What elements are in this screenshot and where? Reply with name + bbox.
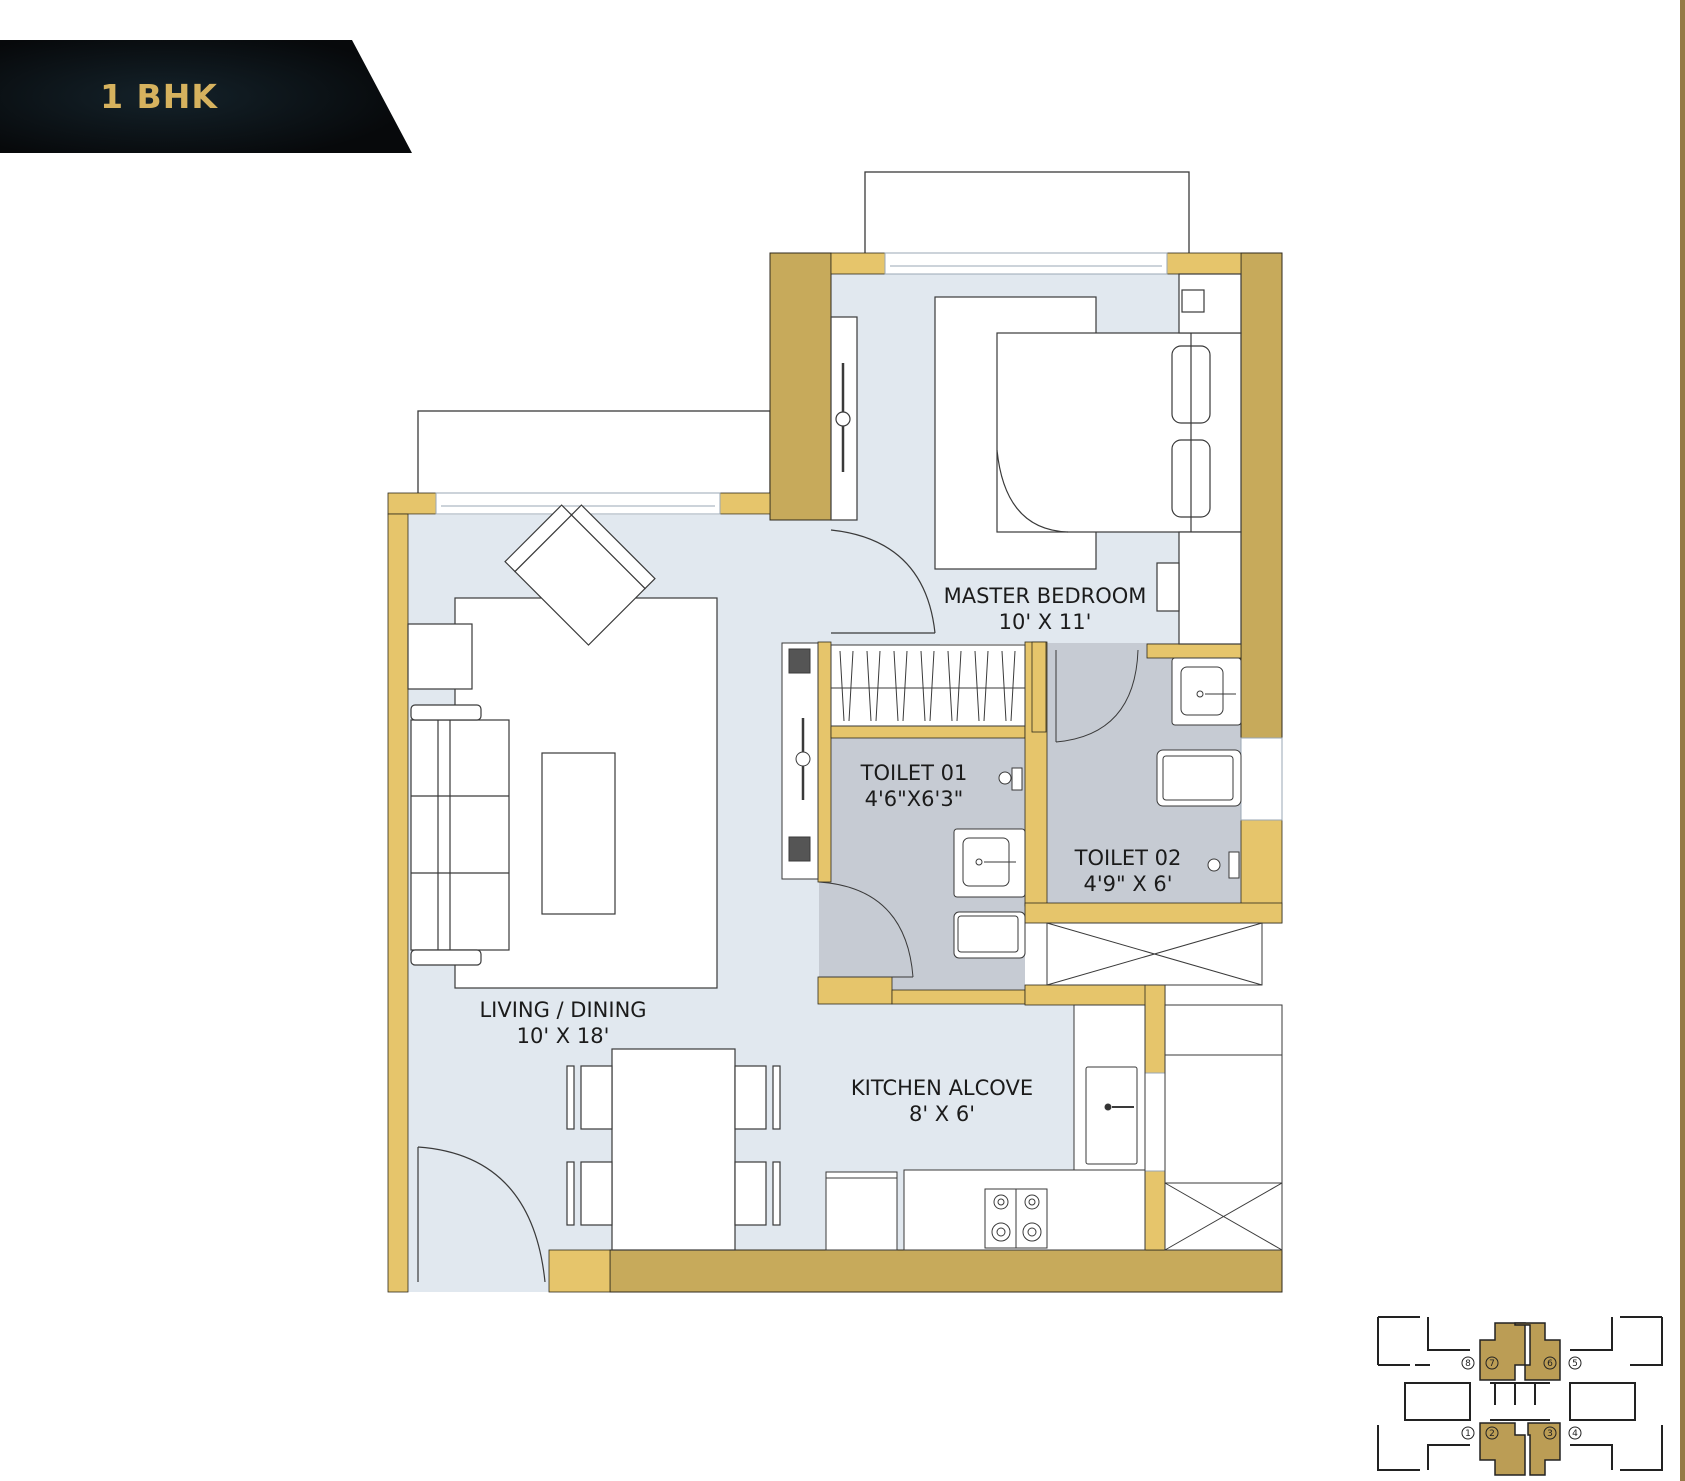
armchair	[504, 504, 656, 646]
toilet-02-window	[1240, 737, 1283, 821]
svg-text:4: 4	[1572, 1429, 1578, 1439]
side-cabinet	[407, 623, 473, 690]
svg-text:3: 3	[1547, 1429, 1553, 1439]
svg-text:8: 8	[1465, 1359, 1471, 1369]
svg-text:5: 5	[1572, 1359, 1578, 1369]
passage-wardrobe	[830, 644, 1026, 727]
keyplan-unit-7	[1479, 1322, 1526, 1381]
wall-bedroom-left	[769, 252, 832, 521]
coffee-table	[541, 752, 616, 915]
room-size: 4'6"X6'3"	[864, 787, 964, 811]
room-label-kitchen-alcove: KITCHEN ALCOVE 8' X 6'	[851, 1075, 1033, 1127]
dining-chair	[580, 1161, 613, 1226]
bedroom-balcony	[864, 171, 1190, 255]
room-size: 10' X 11'	[998, 610, 1092, 634]
kitchen-window	[1144, 1072, 1166, 1172]
badge-shape	[0, 40, 412, 153]
keyplan-unit-3	[1527, 1422, 1561, 1476]
room-size: 8' X 6'	[908, 1102, 976, 1126]
bedroom-window	[884, 252, 1168, 275]
sofa	[410, 719, 510, 951]
svg-text:6: 6	[1547, 1359, 1553, 1369]
keyplan-unit-2	[1479, 1422, 1526, 1476]
utility-area	[1164, 1054, 1283, 1184]
burner-icon	[1022, 1222, 1042, 1242]
svg-text:1: 1	[1465, 1429, 1471, 1439]
burner-icon	[991, 1222, 1011, 1242]
burner-icon	[993, 1194, 1009, 1210]
keyplan-unit-label: 7	[1485, 1356, 1499, 1370]
svg-text:2: 2	[1489, 1429, 1495, 1439]
keyplan-unit-6	[1514, 1322, 1561, 1381]
unit-type-badge: 1 BHK	[0, 40, 412, 153]
burner-icon	[1024, 1194, 1040, 1210]
kitchen-sink	[1085, 1066, 1138, 1165]
keyplan-unit-label: 1	[1461, 1426, 1475, 1440]
room-name: TOILET 02	[1074, 846, 1182, 870]
fridge	[825, 1171, 898, 1251]
room-name: MASTER BEDROOM	[943, 584, 1147, 608]
key-plan: 8 7 6 5 1 2 3 4	[1377, 1316, 1663, 1476]
room-name: LIVING / DINING	[479, 998, 647, 1022]
room-name: TOILET 01	[860, 761, 968, 785]
room-size: 10' X 18'	[516, 1024, 610, 1048]
dining-chair	[734, 1161, 767, 1226]
keyplan-unit-label: 4	[1568, 1426, 1582, 1440]
study-unit	[1178, 531, 1242, 645]
room-label-master-bedroom: MASTER BEDROOM 10' X 11'	[944, 583, 1147, 635]
room-label-living-dining: LIVING / DINING 10' X 18'	[479, 997, 646, 1049]
room-label-toilet-02: TOILET 02 4'9" X 6'	[1075, 845, 1182, 897]
wall-bottom	[609, 1249, 1283, 1293]
svg-text:7: 7	[1489, 1359, 1495, 1369]
wall-bedroom-right	[1240, 252, 1283, 739]
room-name: KITCHEN ALCOVE	[850, 1076, 1034, 1100]
unit-type-label: 1 BHK	[100, 77, 218, 116]
wall-left	[387, 513, 409, 1293]
keyplan-unit-label: 5	[1568, 1356, 1582, 1370]
room-label-toilet-01: TOILET 01 4'6"X6'3"	[861, 760, 968, 812]
entrance-door-swing	[417, 1146, 546, 1283]
keyplan-unit-label: 2	[1485, 1426, 1499, 1440]
dining-chair	[580, 1065, 613, 1130]
dining-chair	[734, 1065, 767, 1130]
keyplan-unit-label: 8	[1461, 1356, 1475, 1370]
dining-table	[611, 1048, 736, 1251]
living-balcony	[417, 410, 771, 496]
keyplan-unit-label: 3	[1543, 1426, 1557, 1440]
page-edge-accent	[1680, 0, 1685, 1481]
room-size: 4'9" X 6'	[1083, 872, 1173, 896]
keyplan-unit-label: 6	[1543, 1356, 1557, 1370]
